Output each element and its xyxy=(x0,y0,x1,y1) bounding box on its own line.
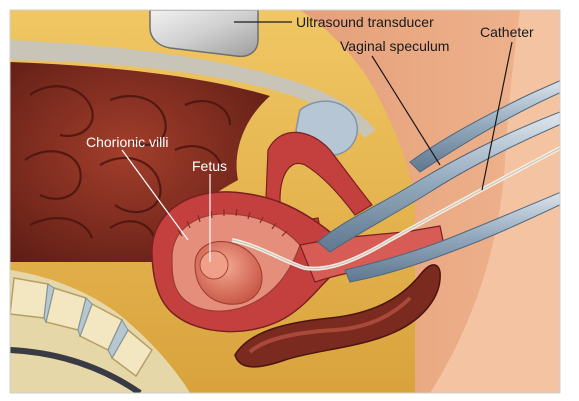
leader-vaginal-speculum xyxy=(371,55,441,166)
leader-lines xyxy=(121,21,513,262)
speculum-upper-blade xyxy=(317,111,560,253)
ultrasound-transducer xyxy=(149,10,259,58)
label-ultrasound-transducer: Ultrasound transducer xyxy=(296,14,434,30)
fetus-head xyxy=(199,250,229,280)
label-chorionic-villi: Chorionic villi xyxy=(86,134,169,150)
intestine-folds xyxy=(24,85,232,241)
leader-chorionic-villi xyxy=(121,149,189,241)
label-catheter: Catheter xyxy=(480,24,534,40)
label-fetus: Fetus xyxy=(192,158,228,174)
intervertebral-discs xyxy=(43,283,129,360)
leader-catheter xyxy=(481,41,513,191)
chorionic-villi xyxy=(177,208,288,237)
speculum-handle xyxy=(409,80,560,173)
speculum-lower-blade xyxy=(344,191,560,283)
spinal-cord xyxy=(10,347,142,393)
rectum-lumen xyxy=(248,296,412,354)
label-vaginal-speculum: Vaginal speculum xyxy=(340,38,450,54)
rectum xyxy=(234,264,441,368)
figure-frame xyxy=(9,9,561,394)
abdominal-wall xyxy=(10,40,375,138)
